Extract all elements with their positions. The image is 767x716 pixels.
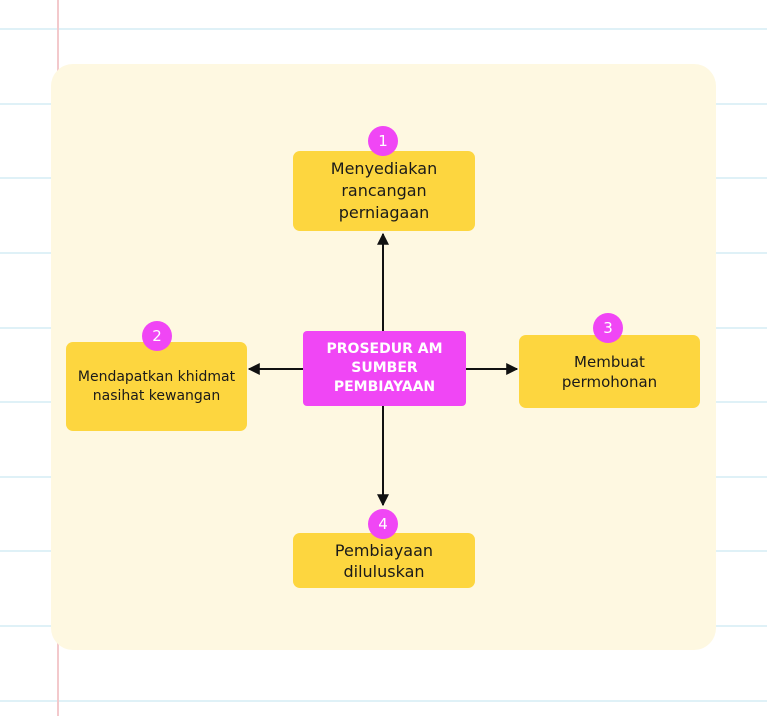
- step-4-badge: 4: [368, 509, 398, 539]
- step-1-label: Menyediakan rancangan perniagaan: [330, 159, 438, 222]
- step-1-number: 1: [378, 132, 388, 150]
- ruled-line: [0, 28, 767, 30]
- step-4-label: Pembiayaan diluluskan: [334, 540, 434, 581]
- step-3-number: 3: [603, 319, 613, 337]
- step-2-box: Mendapatkan khidmat nasihat kewangan: [66, 342, 247, 431]
- step-3-label: Membuat permohonan: [561, 352, 658, 391]
- ruled-line: [0, 700, 767, 702]
- center-node-label: PROSEDUR AM SUMBER PEMBIAYAAN: [326, 341, 443, 395]
- step-1-badge: 1: [368, 126, 398, 156]
- step-3-badge: 3: [593, 313, 623, 343]
- step-2-number: 2: [152, 327, 162, 345]
- step-3-box: Membuat permohonan: [519, 335, 700, 408]
- step-2-label: Mendapatkan khidmat nasihat kewangan: [77, 368, 236, 404]
- center-node: PROSEDUR AM SUMBER PEMBIAYAAN: [303, 331, 466, 406]
- step-4-box: Pembiayaan diluluskan: [293, 533, 475, 588]
- step-4-number: 4: [378, 515, 388, 533]
- step-1-box: Menyediakan rancangan perniagaan: [293, 151, 475, 231]
- step-2-badge: 2: [142, 321, 172, 351]
